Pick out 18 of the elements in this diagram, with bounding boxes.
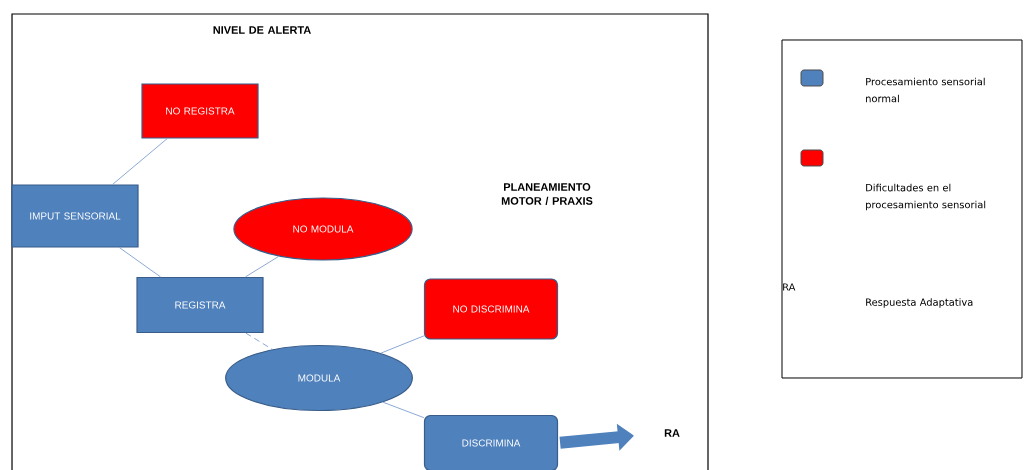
legend-text: Respuesta Adaptativa [866, 298, 973, 308]
heading-label: NIVEL DE ALERTA [213, 26, 311, 34]
connector-line [382, 401, 425, 419]
connector-line [380, 335, 425, 354]
connector-line [118, 247, 162, 278]
rounded-box: NO DISCRIMINA [423, 278, 559, 340]
process-box: IMPUT SENSORIAL [11, 184, 139, 248]
abbreviation-label: RA [783, 283, 796, 291]
heading-label: PLANEAMIENTO MOTOR / PRAXIS [501, 183, 593, 205]
connector-line [112, 138, 168, 185]
process-box: REGISTRA [136, 276, 264, 334]
legend-text: Dificultades en el procesamiento sensorial [866, 183, 986, 211]
arrow-target-label: RA [664, 429, 680, 437]
process-box: NO REGISTRA [141, 83, 259, 139]
connector-line [245, 332, 273, 350]
connector-line [245, 256, 280, 278]
rounded-box: DISCRIMINA [423, 414, 559, 470]
legend-text: Procesamiento sensorial normal [866, 77, 985, 103]
